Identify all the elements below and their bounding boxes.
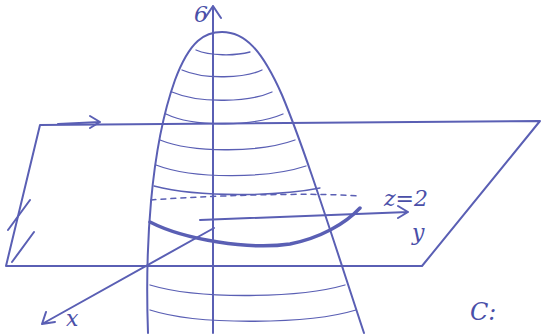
paraboloid-outline — [147, 32, 364, 333]
plane — [6, 121, 540, 266]
hidden-curve — [151, 194, 358, 200]
axis-label: x — [66, 308, 78, 330]
y-axis — [200, 206, 408, 220]
hatching — [150, 50, 356, 321]
axis-label: y — [412, 222, 424, 244]
intersection-curve — [150, 208, 360, 246]
curve-label: C: — [470, 300, 496, 324]
plane-edge-stroke — [8, 200, 34, 262]
plane-label: z=2 — [384, 188, 428, 210]
axis-label: 6 — [194, 4, 208, 26]
plane-arrow — [58, 116, 100, 128]
z-axis — [205, 6, 221, 333]
